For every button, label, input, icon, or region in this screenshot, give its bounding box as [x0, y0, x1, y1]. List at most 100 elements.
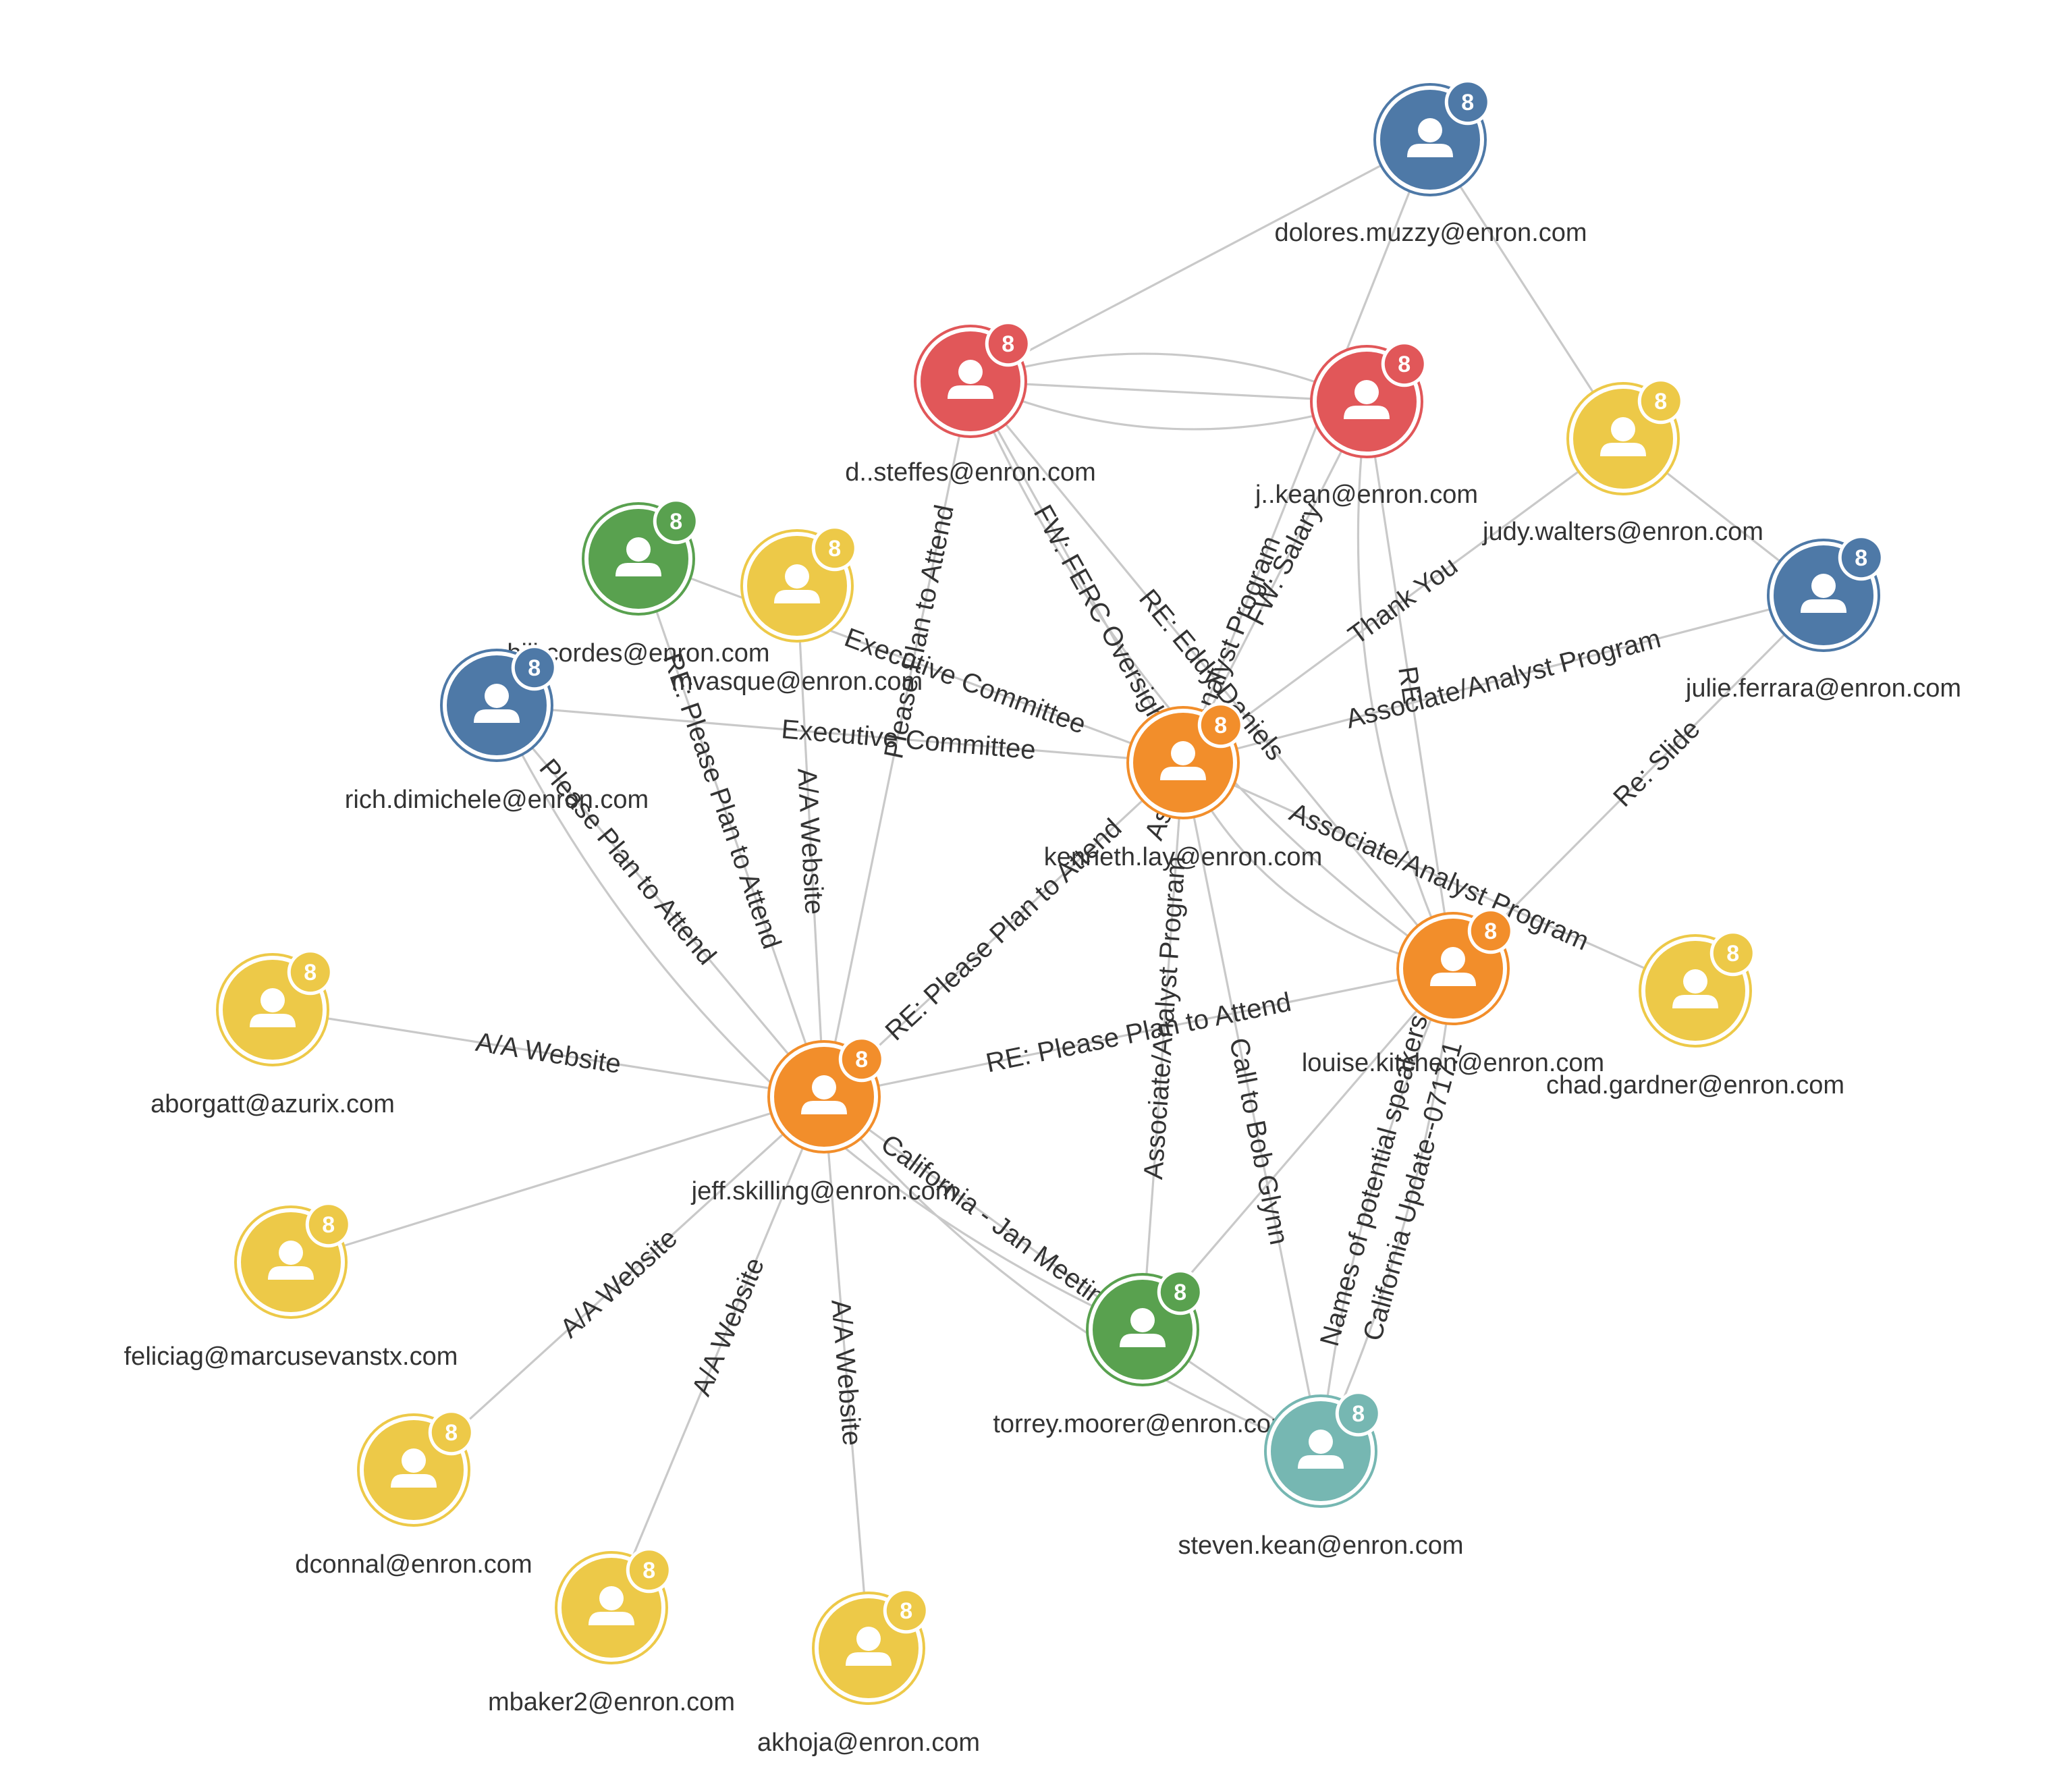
- badge-count: 8: [1461, 90, 1474, 115]
- node-label: steven.kean@enron.com: [1178, 1531, 1463, 1560]
- badge-count: 8: [828, 536, 841, 562]
- node-judy[interactable]: 8: [1566, 378, 1684, 495]
- user-icon: [588, 1586, 634, 1625]
- count-badge: 8: [653, 498, 699, 545]
- edge-louise-steven: [1319, 968, 1454, 1452]
- edge-steffes-louise: [969, 380, 1454, 970]
- count-badge: 8: [1157, 1269, 1203, 1315]
- badge-count: 8: [900, 1598, 912, 1624]
- edge-jeff-torrey: [823, 1095, 1143, 1331]
- edge-dolores-judy: [1429, 139, 1624, 439]
- user-icon: [250, 988, 296, 1027]
- node-label: d..steffes@enron.com: [845, 458, 1096, 487]
- node-label: aborgatt@azurix.com: [150, 1090, 395, 1118]
- edge-mbaker2-jeff: [610, 1096, 825, 1608]
- node-label: feliciag@marcusevanstx.com: [124, 1342, 458, 1371]
- node-chad[interactable]: 8: [1639, 930, 1756, 1048]
- badge-count: 8: [1726, 941, 1739, 967]
- node-louise[interactable]: 8: [1396, 908, 1514, 1025]
- edge-jkean-louise: [1357, 401, 1454, 969]
- badge-count: 8: [445, 1420, 458, 1446]
- user-icon: [268, 1241, 314, 1280]
- edge-kenneth-torrey: [1141, 762, 1184, 1330]
- user-icon: [1160, 741, 1206, 780]
- user-icon: [948, 360, 993, 399]
- node-jeff[interactable]: 8: [767, 1036, 885, 1153]
- user-icon: [1801, 574, 1846, 613]
- node-dolores[interactable]: 8: [1373, 79, 1491, 196]
- user-icon: [1672, 969, 1718, 1008]
- edge-kenneth-jeff: [823, 761, 1184, 1098]
- node-dconnal[interactable]: 8: [357, 1409, 474, 1527]
- edge-dolores-kenneth: [1182, 139, 1431, 763]
- node-jkean[interactable]: 8: [1310, 341, 1427, 458]
- edge-label: A/A Website: [686, 1253, 770, 1400]
- count-badge: 8: [287, 949, 333, 996]
- node-akhoja[interactable]: 8: [812, 1587, 929, 1705]
- edge-label: A/A Website: [555, 1223, 683, 1344]
- edge-julie-kenneth: [1182, 594, 1824, 764]
- edge-dolores-steffes: [970, 138, 1431, 383]
- node-layer: 8dolores.muzzy@enron.com8d..steffes@enro…: [124, 79, 1961, 1757]
- count-badge: 8: [1637, 378, 1684, 425]
- node-label: chad.gardner@enron.com: [1546, 1071, 1844, 1099]
- edge-label: Re: Slide: [1608, 714, 1706, 813]
- node-rich[interactable]: 8: [440, 645, 557, 762]
- edge-jeff-louise: [823, 967, 1454, 1098]
- edge-louise-steven: [1319, 968, 1454, 1452]
- user-icon: [774, 564, 820, 603]
- badge-count: 8: [528, 655, 541, 681]
- node-label: jeff.skilling@enron.com: [691, 1177, 957, 1205]
- node-aborgatt[interactable]: 8: [216, 949, 333, 1066]
- edge-judy-kenneth: [1182, 437, 1624, 764]
- node-mvasque[interactable]: 8: [740, 525, 858, 643]
- count-badge: 8: [1197, 702, 1244, 749]
- user-icon: [1120, 1308, 1166, 1347]
- node-bill[interactable]: 8: [582, 498, 699, 616]
- badge-count: 8: [1214, 713, 1227, 738]
- edge-label: RE: [1392, 664, 1427, 706]
- badge-count: 8: [1352, 1401, 1365, 1427]
- edge-jkean-kenneth: [1182, 401, 1368, 763]
- badge-count: 8: [855, 1047, 868, 1073]
- node-julie[interactable]: 8: [1767, 535, 1884, 652]
- edge-rich-jeff: [495, 704, 825, 1098]
- edge-kenneth-steven: [1182, 762, 1322, 1452]
- badge-count: 8: [669, 509, 682, 535]
- node-steven[interactable]: 8: [1264, 1390, 1381, 1508]
- user-icon: [1407, 118, 1453, 157]
- badge-count: 8: [642, 1558, 655, 1583]
- badge-count: 8: [322, 1212, 335, 1238]
- node-label: rich.dimichele@enron.com: [345, 786, 649, 814]
- count-badge: 8: [1444, 79, 1491, 126]
- node-steffes[interactable]: 8: [914, 321, 1031, 438]
- user-icon: [801, 1075, 847, 1114]
- edge-akhoja-jeff: [823, 1096, 870, 1649]
- count-badge: 8: [838, 1036, 885, 1083]
- edge-jeff-steven: [823, 1095, 1321, 1452]
- node-mbaker2[interactable]: 8: [555, 1547, 672, 1664]
- user-icon: [615, 537, 661, 576]
- count-badge: 8: [1838, 535, 1884, 581]
- user-icon: [1600, 417, 1646, 456]
- node-label: mbaker2@enron.com: [488, 1688, 735, 1716]
- node-label: louise.kitchen@enron.com: [1302, 1049, 1604, 1077]
- count-badge: 8: [985, 321, 1031, 367]
- node-label: julie.ferrara@enron.com: [1685, 674, 1961, 703]
- badge-count: 8: [1002, 331, 1014, 357]
- badge-count: 8: [1654, 389, 1667, 414]
- edge-dconnal-jeff: [412, 1095, 825, 1471]
- node-label: torrey.moorer@enron.com: [993, 1410, 1292, 1438]
- edge-label: A/A Website: [792, 767, 829, 915]
- node-torrey[interactable]: 8: [1086, 1269, 1203, 1386]
- edge-steffes-kenneth: [969, 381, 1184, 763]
- node-feliciag[interactable]: 8: [234, 1201, 352, 1319]
- user-icon: [846, 1627, 892, 1666]
- count-badge: 8: [305, 1201, 352, 1248]
- edge-louise-torrey: [1141, 967, 1454, 1331]
- node-label: mvasque@enron.com: [672, 668, 923, 696]
- node-kenneth[interactable]: 8: [1126, 702, 1244, 819]
- edge-label: California - Jan Meeting: [875, 1129, 1123, 1321]
- user-icon: [391, 1448, 437, 1488]
